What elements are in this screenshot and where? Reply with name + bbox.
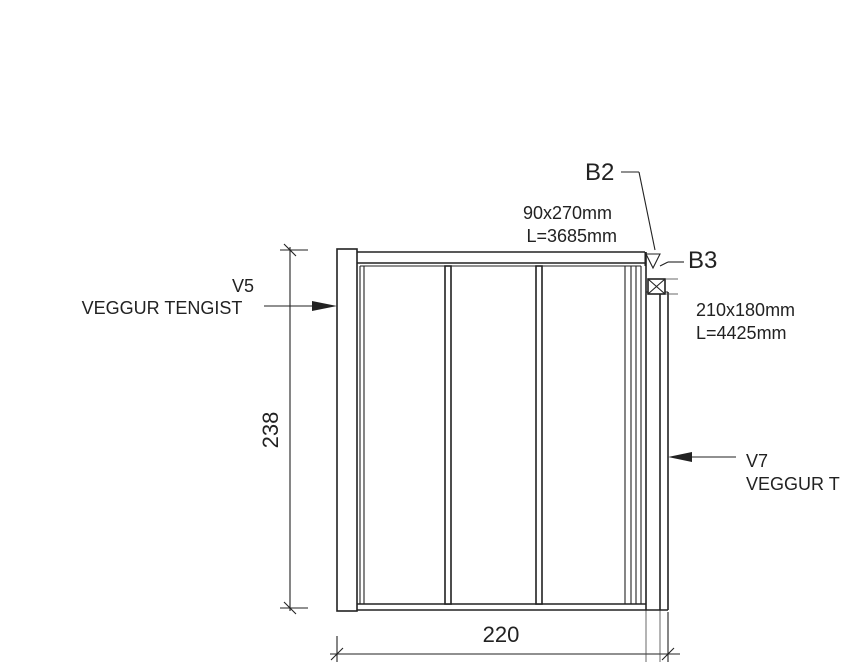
v5-callout: V5 VEGGUR TENGIST (82, 276, 337, 318)
b2-callout: B2 90x270mm L=3685mm (523, 159, 656, 251)
b2-label: B2 (585, 159, 614, 186)
width-dimension-label: 220 (483, 622, 520, 647)
b3-section-cross-b (647, 278, 666, 295)
v7-description: VEGGUR T (746, 474, 840, 494)
b3-callout: B3 210x180mm L=4425mm (659, 247, 795, 343)
width-tick-right (661, 647, 675, 661)
wall-frame (357, 265, 668, 611)
b3-leader-joint (659, 261, 669, 267)
v5-description: VEGGUR TENGIST (82, 298, 243, 318)
v7-label: V7 (746, 451, 768, 471)
b2-length-label: L=3685mm (526, 226, 617, 246)
b3-size-label: 210x180mm (696, 300, 795, 320)
v7-arrowhead (668, 452, 692, 462)
right-column-b3 (645, 252, 678, 610)
stud-1 (444, 265, 452, 605)
width-tick-left (330, 647, 344, 661)
b3-length-label: L=4425mm (696, 323, 787, 343)
v7-callout: V7 VEGGUR T (668, 451, 840, 494)
v5-label: V5 (232, 276, 254, 296)
b2-section-marker (645, 253, 661, 270)
left-wall-post (336, 248, 358, 612)
b2-size-label: 90x270mm (523, 203, 612, 223)
height-dimension-label: 238 (258, 412, 283, 449)
v5-arrowhead (312, 301, 337, 311)
width-dimension: 220 (330, 610, 680, 662)
height-tick-top (283, 243, 297, 257)
b3-label: B3 (688, 247, 717, 274)
top-beam-b2 (357, 251, 646, 267)
height-dimension: 238 (258, 243, 308, 615)
stud-2 (535, 265, 543, 605)
b2-leader-diagonal (638, 171, 656, 251)
height-tick-bottom (283, 601, 297, 615)
